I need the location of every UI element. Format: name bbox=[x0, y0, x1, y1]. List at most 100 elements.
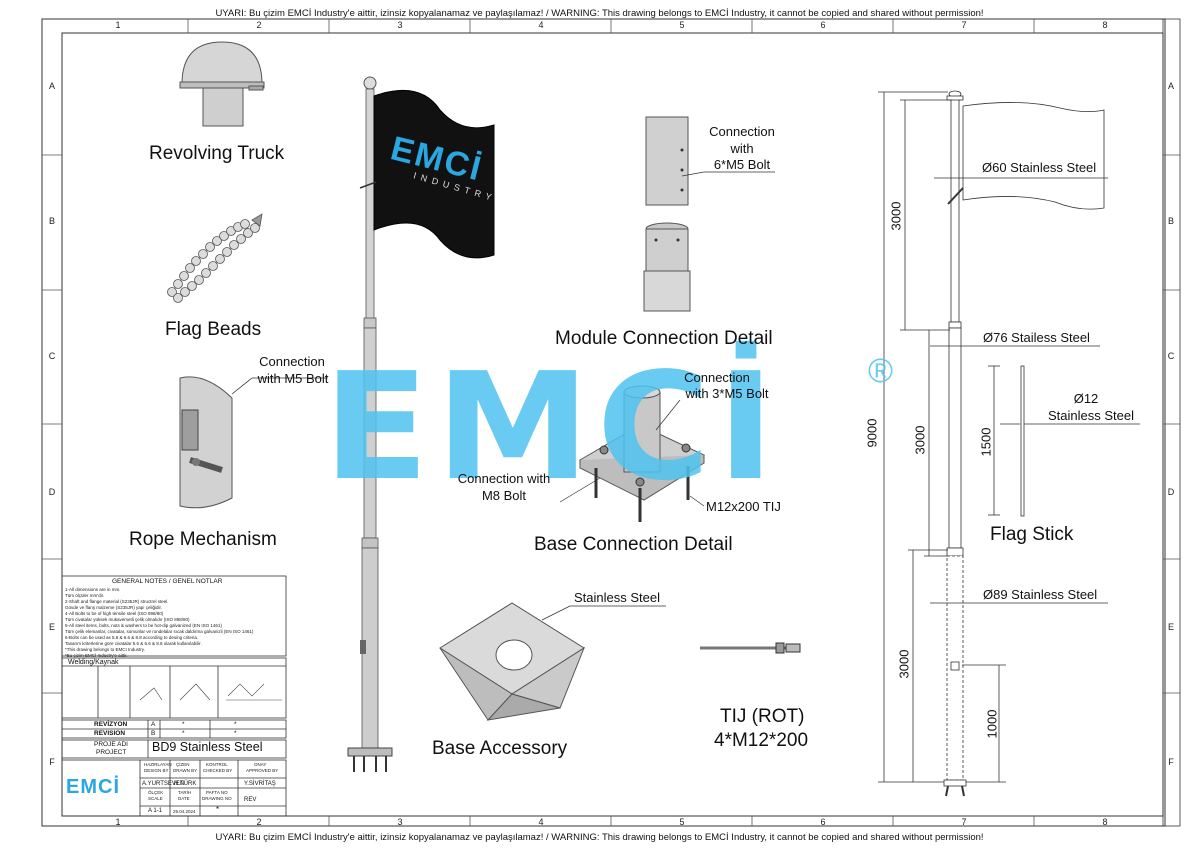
col-7-bottom: 7 bbox=[961, 817, 967, 827]
onay-label-tr: ONAY bbox=[254, 762, 267, 767]
dim-d60: Ø60 Stainless Steel bbox=[982, 160, 1097, 175]
drawing-no-label-tr: PAFTA NO bbox=[206, 790, 228, 795]
revision-b-c2: * bbox=[234, 730, 237, 737]
col-8-top: 8 bbox=[1102, 20, 1108, 30]
date-value: 29.04.2024 bbox=[173, 809, 196, 814]
dim-bottom-section: 3000 bbox=[896, 649, 912, 679]
col-5-top: 5 bbox=[679, 20, 685, 30]
caption-base-connection: Base Connection Detail bbox=[534, 534, 733, 555]
caption-tij-title: TIJ (ROT) bbox=[720, 706, 805, 727]
checked-label-tr: KONTROL bbox=[206, 762, 228, 767]
col-6-top: 6 bbox=[820, 20, 826, 30]
row-f-right: F bbox=[1168, 757, 1174, 767]
dim-base-height: 1000 bbox=[984, 709, 1000, 739]
notes-line: Gövde ve flanş malzeme (S235JR) yapı çel… bbox=[65, 605, 163, 610]
titleblock-frame bbox=[61, 575, 287, 817]
dim-d12-1: Ø12 bbox=[1073, 391, 1099, 406]
dim-d12-2: Stainless Steel bbox=[1048, 408, 1134, 423]
revision-a-c1: * bbox=[182, 721, 185, 728]
caption-base-accessory: Base Accessory bbox=[432, 738, 568, 759]
notes-list: 1-All dimensions are in mm. Tüm ölçüler … bbox=[65, 587, 285, 659]
revision-a-c2: * bbox=[234, 721, 237, 728]
label-rope-connection-1: Connection bbox=[259, 354, 325, 369]
approved-label-tr: ÇİZEN bbox=[176, 762, 190, 767]
tij-rod-drawing bbox=[700, 642, 801, 654]
warning-bottom: UYARI: Bu çizim EMCİ Industry'e aittir, … bbox=[215, 832, 984, 843]
notes-line: 5-All steel items, bolts, nuts & washers… bbox=[65, 623, 222, 628]
col-5-bottom: 5 bbox=[679, 817, 685, 827]
label-m12-tij: M12x200 TIJ bbox=[706, 499, 781, 514]
col-3-bottom: 3 bbox=[397, 817, 403, 827]
dim-d89: Ø89 Stainless Steel bbox=[983, 587, 1098, 602]
elevation-drawing bbox=[878, 90, 1140, 797]
project-label-tr: PROJE ADI bbox=[94, 741, 128, 748]
caption-flag-beads: Flag Beads bbox=[165, 319, 262, 340]
label-base-m8-2: M8 Bolt bbox=[481, 488, 527, 503]
notes-line: 2-Shaft and flange material (S235JR) str… bbox=[65, 599, 169, 604]
col-2-bottom: 2 bbox=[256, 817, 262, 827]
dim-total: 9000 bbox=[864, 418, 880, 448]
scale-label-tr: ÖLÇEK bbox=[148, 790, 164, 795]
notes-line: Tüm civatalar yüksek mukavemetli çelik o… bbox=[65, 617, 190, 622]
notes-line: 1-All dimensions are in mm. bbox=[65, 587, 121, 592]
row-e-left: E bbox=[48, 622, 55, 632]
notes-line: *This drawing belongs to EMCI Industry. bbox=[65, 647, 145, 652]
base-accessory-drawing bbox=[439, 602, 666, 721]
approved-by: H.TÜRK bbox=[174, 781, 197, 787]
dim-top-section: 3000 bbox=[888, 201, 904, 231]
base-connection-drawing bbox=[559, 385, 706, 522]
dim-mid-section: 3000 bbox=[912, 425, 928, 455]
module-connection-drawing bbox=[643, 116, 775, 312]
notes-line: Tüm ölçüler mm'dir. bbox=[65, 593, 105, 598]
notes-title: GENERAL NOTES / GENEL NOTLAR bbox=[112, 578, 223, 585]
revision-label-tr: REVİZYON bbox=[94, 721, 128, 728]
date-label-tr: TARİH bbox=[178, 790, 192, 795]
label-base-3m5-2: with 3*M5 Bolt bbox=[685, 386, 769, 401]
caption-revolving-truck: Revolving Truck bbox=[149, 143, 285, 164]
onay-label-en: APPROVED BY bbox=[246, 768, 279, 773]
notes-line: 4-All Bolts to be of high tensile steel … bbox=[65, 611, 164, 616]
row-d-left: D bbox=[48, 487, 56, 497]
revision-b-c1: * bbox=[182, 730, 185, 737]
label-module-conn-1: Connection bbox=[709, 124, 775, 139]
flag-beads-drawing bbox=[167, 213, 263, 303]
col-2-top: 2 bbox=[256, 20, 262, 30]
welding-symbols bbox=[139, 683, 282, 701]
col-1-top: 1 bbox=[115, 20, 121, 30]
col-6-bottom: 6 bbox=[820, 817, 826, 827]
notes-line: 6-Bolts can be used as 5.6 & 6.6 & 8.8 a… bbox=[65, 635, 199, 640]
revision-label-en: REVISION bbox=[94, 730, 126, 737]
checked-label-en: CHECKED BY bbox=[203, 768, 233, 773]
caption-tij-spec: 4*M12*200 bbox=[714, 730, 809, 751]
dim-stick-length: 1500 bbox=[978, 427, 994, 457]
revision-b: B bbox=[151, 730, 156, 737]
row-e-right: E bbox=[1167, 622, 1174, 632]
row-c-left: C bbox=[48, 351, 56, 361]
drawn-by-label-en: DESIGN BY bbox=[144, 768, 169, 773]
flagpole-drawing bbox=[347, 76, 495, 772]
dim-d76: Ø76 Stailess Steel bbox=[983, 330, 1090, 345]
scale-value: A 1-1 bbox=[148, 808, 163, 814]
row-a-left: A bbox=[48, 81, 55, 91]
drawn-by-label-tr: HAZIRLAYAN bbox=[144, 762, 172, 767]
watermark-registered: ® bbox=[868, 352, 894, 390]
welding-title: Welding/Kaynak bbox=[68, 659, 119, 666]
label-base-accessory-material: Stainless Steel bbox=[574, 590, 660, 605]
col-4-bottom: 4 bbox=[538, 817, 544, 827]
titleblock-logo: EMCİ bbox=[66, 776, 120, 798]
rev-label: REV bbox=[244, 797, 257, 803]
col-3-top: 3 bbox=[397, 20, 403, 30]
drawn-by: A.YURTSEVEN bbox=[142, 781, 185, 787]
row-b-right: B bbox=[1167, 216, 1174, 226]
row-b-left: B bbox=[48, 216, 55, 226]
col-4-top: 4 bbox=[538, 20, 544, 30]
row-d-right: D bbox=[1167, 487, 1175, 497]
label-base-m8-1: Connection with bbox=[457, 471, 551, 486]
notes-line: *Bu çizim EMCİ Industry'e aittir. bbox=[65, 653, 128, 658]
row-a-right: A bbox=[1167, 81, 1174, 91]
project-name: BD9 Stainless Steel bbox=[152, 740, 263, 754]
caption-flag-stick: Flag Stick bbox=[990, 524, 1074, 545]
row-f-left: F bbox=[49, 757, 55, 767]
onay-by: Y.SİVRİTAŞ bbox=[244, 781, 276, 787]
